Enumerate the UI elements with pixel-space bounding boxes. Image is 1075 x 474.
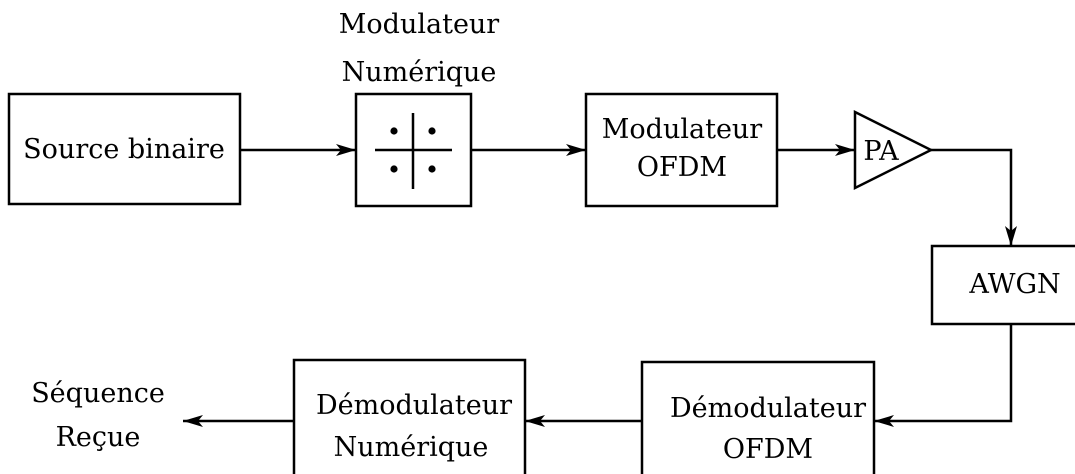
demodulateur-numerique-line2: Numérique — [334, 432, 489, 463]
modulateur-ofdm-line2: OFDM — [637, 152, 727, 183]
source-binaire-label: Source binaire — [23, 134, 225, 165]
demodulateur-numerique-block: Démodulateur Numérique — [292, 358, 527, 474]
demodulateur-ofdm-box — [640, 360, 876, 474]
demodulateur-ofdm-line1: Démodulateur — [670, 393, 866, 424]
modulateur-ofdm-line1: Modulateur — [602, 114, 763, 145]
modulateur-numerique-caption-line2: Numérique — [342, 57, 497, 88]
modulateur-numerique-block — [354, 92, 473, 208]
arrow-awgn-to-demod-ofdm — [874, 324, 1013, 427]
demodulateur-ofdm-block: Démodulateur OFDM — [640, 360, 876, 474]
amplifier-label: PA — [863, 136, 899, 167]
source-binaire-block: Source binaire — [7, 92, 242, 206]
modulateur-ofdm-box — [584, 92, 779, 208]
modulateur-numerique-caption-line1: Modulateur — [339, 9, 500, 40]
awgn-label: AWGN — [968, 269, 1060, 300]
constellation-icon — [375, 113, 452, 189]
sequence-recue-line1: Séquence — [31, 378, 165, 409]
demodulateur-ofdm-line2: OFDM — [723, 434, 813, 465]
source-binaire-box — [7, 92, 242, 206]
awgn-box — [930, 244, 1075, 326]
demodulateur-numerique-line1: Démodulateur — [316, 390, 512, 421]
modulateur-ofdm-block: Modulateur OFDM — [584, 92, 779, 208]
arrow-pa-to-awgn — [931, 148, 1017, 246]
awgn-block: AWGN — [930, 244, 1075, 326]
sequence-recue-line2: Reçue — [56, 422, 141, 453]
power-amplifier: PA — [853, 109, 934, 191]
